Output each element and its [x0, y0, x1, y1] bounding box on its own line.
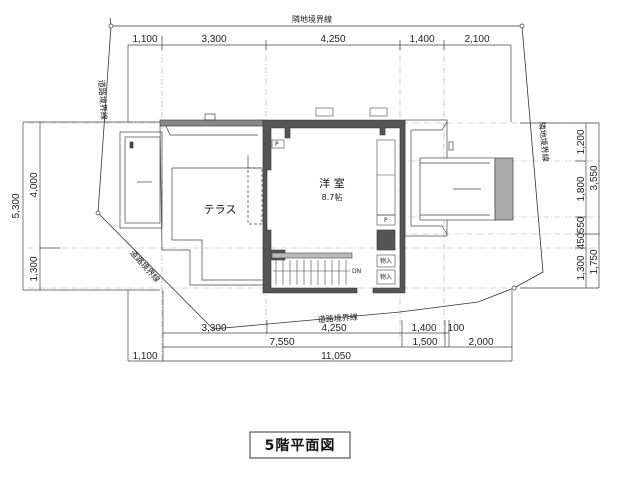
dim-text: 1,200	[576, 129, 587, 154]
dim-text: 4,250	[320, 34, 345, 45]
left-balcony	[119, 131, 163, 229]
dim-text: 1,750	[589, 249, 600, 274]
storage-label: 物入	[380, 273, 392, 281]
dim-text: 1,300	[29, 256, 40, 281]
western-room-walls	[262, 119, 406, 294]
dim-text: 1,500	[412, 337, 437, 348]
dim-text: 2,100	[464, 34, 489, 45]
dimensions-bottom: 3,300 4,250 1,400 100 7,550 1,500 2,000 …	[132, 323, 493, 362]
dim-text: 3,550	[589, 165, 600, 190]
dim-text: 1,400	[411, 323, 436, 334]
dim-text: 4,250	[321, 323, 346, 334]
dim-text: 1,400	[409, 34, 434, 45]
dim-text: 1,100	[132, 351, 157, 362]
dim-text: 11,050	[321, 351, 351, 362]
vent-icons	[315, 107, 388, 117]
dim-text: 3,300	[201, 34, 226, 45]
western-room-label: 洋 室	[319, 176, 345, 190]
dim-text: 550	[576, 216, 587, 233]
dimension-lines	[22, 36, 600, 362]
boundary-label-right: 隣地境界線	[537, 121, 551, 162]
dimensions-left: 5,300 4,000 1,300	[11, 172, 40, 281]
terrace-label: テラス	[204, 203, 237, 216]
pipe-space-label: P	[275, 141, 279, 148]
terrace	[159, 113, 265, 286]
drawing-title: 5階平面図	[265, 437, 336, 454]
boundary-label-diagonal: 道路境界線	[128, 248, 162, 284]
right-balcony	[404, 119, 514, 237]
dim-text: 4,000	[29, 172, 40, 197]
boundary-label-bottom: 道路境界線	[317, 312, 358, 325]
storage-label: 物入	[380, 257, 392, 265]
boundary-label-left: 道路境界線	[97, 79, 110, 120]
stairs-dn-label: DN	[352, 268, 361, 275]
dim-text: 1,300	[576, 255, 587, 280]
room-fixtures	[271, 139, 396, 285]
title-box	[249, 431, 351, 459]
dim-text: 100	[448, 323, 465, 334]
dimensions-top: 1,100 3,300 4,250 1,400 2,100	[132, 34, 489, 45]
pipe-space-label: P	[384, 217, 388, 224]
boundary-lines	[97, 17, 544, 330]
dim-text: 450	[576, 232, 587, 249]
dim-text: 5,300	[11, 193, 22, 218]
dim-text: 1,100	[132, 34, 157, 45]
boundary-points	[95, 23, 525, 291]
dim-text: 3,300	[201, 323, 226, 334]
western-room-size: 8.7帖	[322, 192, 343, 202]
dim-text: 7,550	[269, 337, 294, 348]
boundary-label-top: 隣地境界線	[292, 14, 332, 24]
stairs	[273, 260, 350, 285]
dimensions-right: 1,200 1,800 550 450 1,300 3,550 1,750	[576, 129, 600, 280]
grid-lines	[28, 35, 600, 365]
dim-text: 2,000	[468, 337, 493, 348]
dim-text: 1,800	[576, 176, 587, 201]
